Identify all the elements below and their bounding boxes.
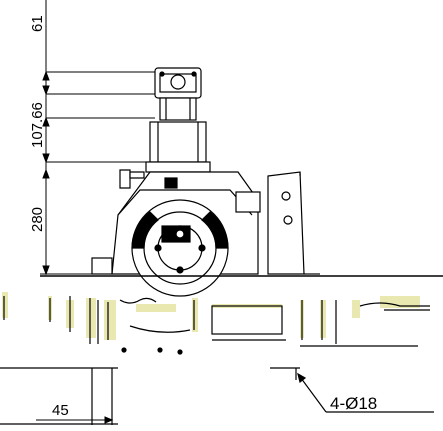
raster-noise-marks xyxy=(3,296,430,355)
dim-mid-label: 107.66 xyxy=(29,102,46,148)
dim-top-label: 61 xyxy=(29,15,46,32)
main-housing xyxy=(91,171,261,297)
top-assembly xyxy=(119,67,211,189)
foundation xyxy=(0,367,300,425)
dim-height-label: 280 xyxy=(29,207,46,232)
base-dimension xyxy=(36,416,114,424)
hole-callout-label: 4-Ø18 xyxy=(330,394,377,413)
hole-leader xyxy=(297,372,434,413)
dim-base-label: 45 xyxy=(52,402,69,419)
dimension-lines xyxy=(40,0,155,276)
side-support xyxy=(267,171,320,275)
raster-noise-band xyxy=(2,292,420,340)
